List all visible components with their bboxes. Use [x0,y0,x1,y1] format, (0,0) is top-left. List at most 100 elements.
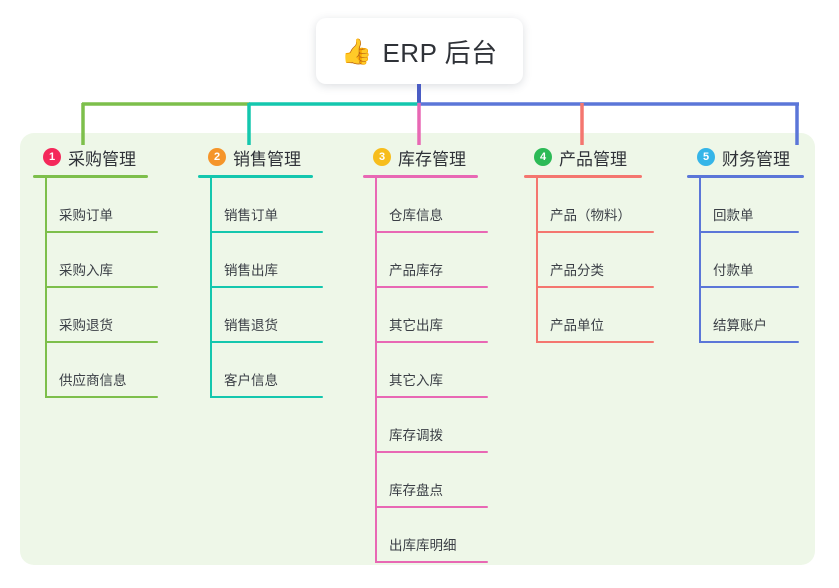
column-spine-5 [699,178,701,343]
leaf-rule [536,286,654,288]
leaf-label: 产品单位 [550,318,604,333]
leaf-rule [699,231,799,233]
leaf-item[interactable]: 回款单 [687,178,804,233]
leaf-item[interactable]: 客户信息 [198,343,323,398]
leaf-item[interactable]: 销售订单 [198,178,323,233]
leaf-item[interactable]: 销售退货 [198,288,323,343]
column-title-1: 采购管理 [68,149,136,169]
leaf-item[interactable]: 产品单位 [524,288,654,343]
leaf-rule [210,231,323,233]
leaf-item[interactable]: 其它出库 [363,288,488,343]
leaf-item[interactable]: 产品库存 [363,233,488,288]
leaf-item[interactable]: 其它入库 [363,343,488,398]
leaf-rule [375,506,488,508]
leaf-rule [375,396,488,398]
column-rule-3 [363,175,478,178]
leaf-rule [536,231,654,233]
leaf-rule [536,341,654,343]
leaf-item[interactable]: 库存调拨 [363,398,488,453]
root-node[interactable]: 👍 ERP 后台 [316,18,523,84]
leaf-label: 回款单 [713,208,754,223]
leaf-item[interactable]: 仓库信息 [363,178,488,233]
root-title: ERP 后台 [382,37,498,68]
leaf-label: 结算账户 [713,318,767,333]
leaf-item[interactable]: 供应商信息 [33,343,158,398]
column-badge-4: 4 [534,148,552,166]
leaf-rule [45,286,158,288]
leaf-rule [375,341,488,343]
leaf-label: 出库库明细 [389,538,457,553]
column-header-5[interactable]: 5 财务管理 [687,144,804,170]
column-2: 2 销售管理销售订单销售出库销售退货客户信息 [198,144,323,398]
leaf-item[interactable]: 付款单 [687,233,804,288]
leaf-label: 其它出库 [389,318,443,333]
leaf-rule [210,396,323,398]
leaf-rule [375,231,488,233]
leaf-item[interactable]: 结算账户 [687,288,804,343]
column-spine-1 [45,178,47,398]
leaf-item[interactable]: 出库库明细 [363,508,488,563]
leaf-item[interactable]: 库存盘点 [363,453,488,508]
leaf-rule [375,286,488,288]
leaf-label: 产品分类 [550,263,604,278]
leaf-item[interactable]: 产品分类 [524,233,654,288]
column-5: 5 财务管理回款单付款单结算账户 [687,144,804,343]
column-title-3: 库存管理 [398,149,466,169]
column-spine-3 [375,178,377,563]
leaf-label: 供应商信息 [59,373,127,388]
leaf-group-3: 仓库信息产品库存其它出库其它入库库存调拨库存盘点出库库明细 [363,178,488,563]
leaf-rule [699,341,799,343]
column-3: 3 库存管理仓库信息产品库存其它出库其它入库库存调拨库存盘点出库库明细 [363,144,488,563]
leaf-label: 采购订单 [59,208,113,223]
column-rule-5 [687,175,804,178]
column-header-3[interactable]: 3 库存管理 [363,144,478,170]
column-header-1[interactable]: 1 采购管理 [33,144,148,170]
leaf-group-2: 销售订单销售出库销售退货客户信息 [198,178,323,398]
leaf-label: 销售订单 [224,208,278,223]
leaf-rule [45,231,158,233]
leaf-rule [45,396,158,398]
column-rule-1 [33,175,148,178]
leaf-rule [210,286,323,288]
leaf-label: 销售出库 [224,263,278,278]
leaf-rule [45,341,158,343]
column-header-2[interactable]: 2 销售管理 [198,144,313,170]
column-spine-4 [536,178,538,343]
leaf-label: 仓库信息 [389,208,443,223]
column-spine-2 [210,178,212,398]
thumbs-up-icon: 👍 [341,37,373,66]
leaf-label: 库存盘点 [389,483,443,498]
column-title-2: 销售管理 [233,149,301,169]
leaf-label: 产品（物料） [550,208,631,223]
leaf-label: 产品库存 [389,263,443,278]
leaf-rule [210,341,323,343]
diagram-panel [20,133,815,565]
leaf-item[interactable]: 销售出库 [198,233,323,288]
column-rule-2 [198,175,313,178]
leaf-rule [699,286,799,288]
leaf-group-1: 采购订单采购入库采购退货供应商信息 [33,178,158,398]
leaf-item[interactable]: 产品（物料） [524,178,654,233]
leaf-label: 采购退货 [59,318,113,333]
column-rule-4 [524,175,642,178]
column-badge-5: 5 [697,148,715,166]
column-1: 1 采购管理采购订单采购入库采购退货供应商信息 [33,144,158,398]
leaf-label: 付款单 [713,263,754,278]
column-badge-3: 3 [373,148,391,166]
leaf-group-4: 产品（物料） 产品分类产品单位 [524,178,654,343]
column-badge-2: 2 [208,148,226,166]
leaf-item[interactable]: 采购订单 [33,178,158,233]
leaf-group-5: 回款单付款单结算账户 [687,178,804,343]
leaf-item[interactable]: 采购入库 [33,233,158,288]
leaf-item[interactable]: 采购退货 [33,288,158,343]
leaf-rule [375,451,488,453]
column-title-5: 财务管理 [722,149,790,169]
leaf-label: 库存调拨 [389,428,443,443]
column-badge-1: 1 [43,148,61,166]
leaf-label: 其它入库 [389,373,443,388]
leaf-label: 采购入库 [59,263,113,278]
leaf-label: 客户信息 [224,373,278,388]
leaf-rule [375,561,488,563]
